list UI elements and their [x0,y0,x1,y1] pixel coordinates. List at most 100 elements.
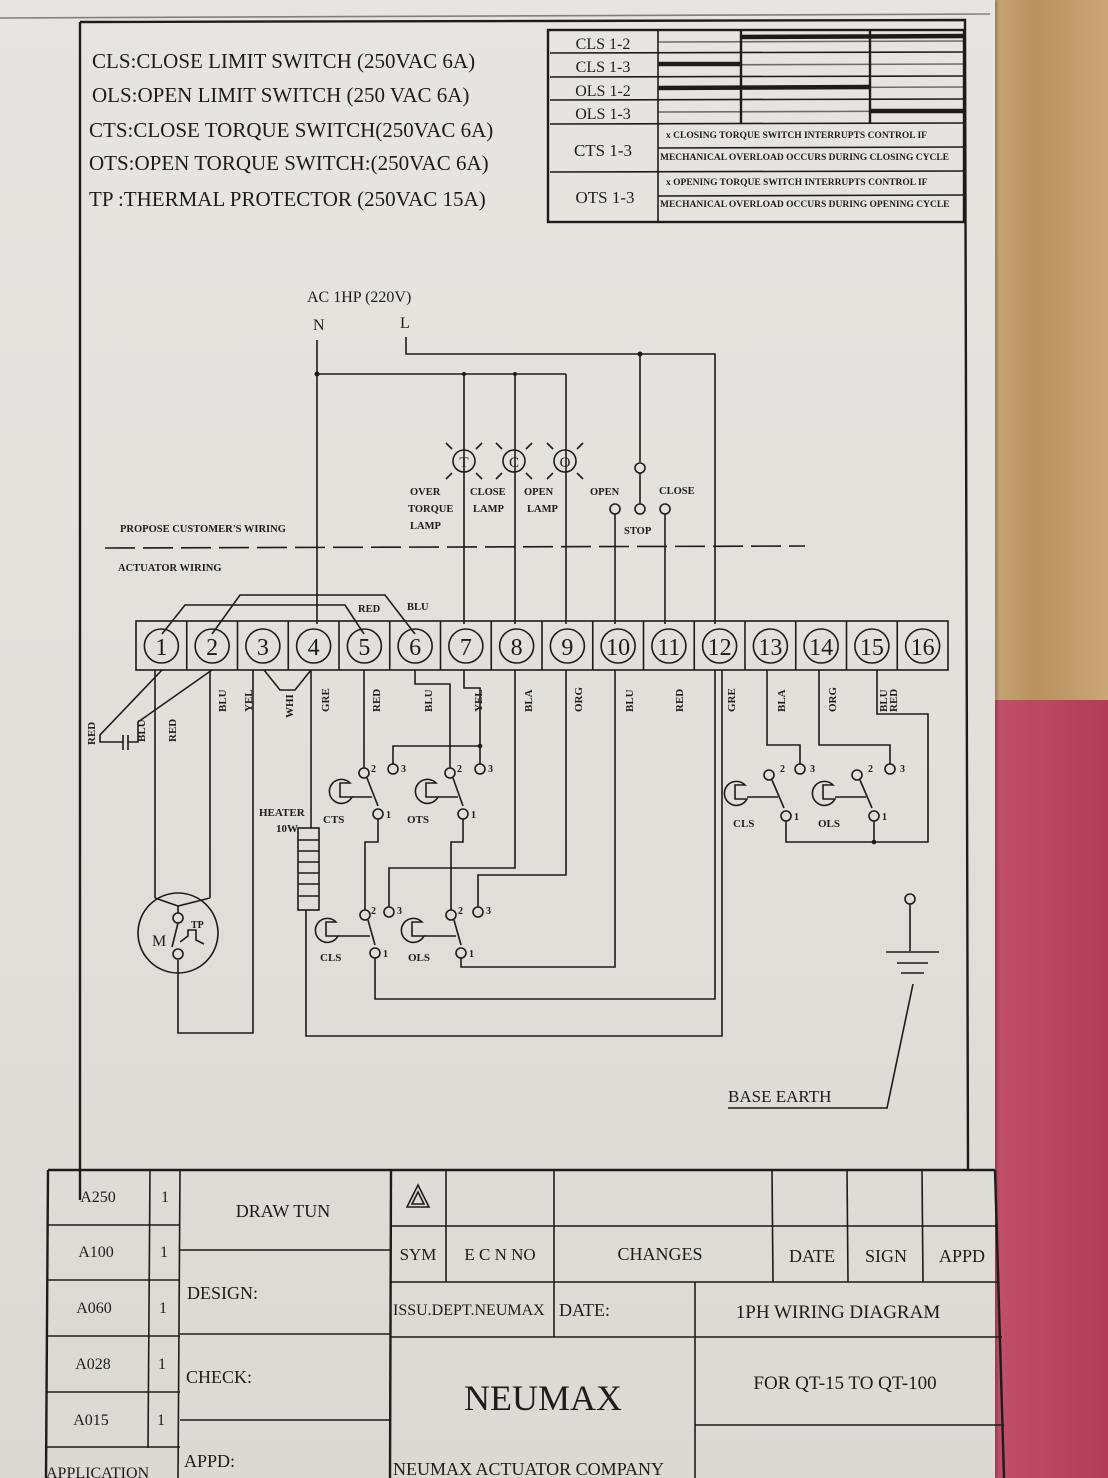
pin-number: 1 [469,949,474,960]
terminal-circle [803,628,839,664]
terminal-number: 9 [561,635,573,661]
base-earth-label: BASE EARTH [728,1087,831,1106]
terminal-number: 12 [708,635,732,661]
customer-wiring-label: PROPOSE CUSTOMER'S WIRING [120,524,286,535]
wire-color-label: BLU [878,689,890,712]
application-label: APPLICATION [46,1465,150,1478]
sign-header: SIGN [865,1246,907,1266]
power-title: AC 1HP (220V) [307,289,411,306]
terminal-13: 13 [752,628,789,664]
lamp-label: OVER [410,487,441,498]
sym-header: SYM [400,1245,437,1264]
ots-switch-label: OTS [407,814,429,826]
pin-number: 1 [383,949,388,960]
terminal-8: 8 [498,628,535,664]
pin-number: 2 [780,764,785,775]
terminal-10: 10 [600,628,636,664]
terminal-number: 14 [809,635,833,661]
date-header: DATE [789,1246,835,1266]
actuator-wiring: M TP HEATER 10W CTS [99,669,939,1109]
ecn-header: E C N NO [464,1245,535,1264]
contact-bar-cls12 [740,33,965,40]
background-pink [988,700,1108,1478]
lamp-label: CLOSE [470,487,506,498]
table-row-label: CLS 1-2 [576,36,631,53]
terminal-number: 2 [206,635,218,661]
pin-number: 1 [794,812,799,823]
neutral-label: N [313,317,325,334]
capacitor-labels: RED BLU RED [86,719,179,745]
legend-ots: OTS:OPEN TORQUE SWITCH:(250VAC 6A) [89,151,489,175]
company-name: NEUMAX ACTUATOR COMPANY [393,1459,664,1478]
terminal-15: 15 [854,628,890,664]
wire-color-label: GRE [320,688,332,712]
thermal-protector-label: TP [191,920,204,931]
model-cell: A015 [73,1412,109,1429]
terminal-number: 13 [758,635,782,661]
wire-color-label: BLU [624,689,636,712]
terminal-number: 3 [257,635,269,661]
terminal-circle [549,628,586,664]
paper-sheet [0,0,995,1478]
terminal-circle [904,628,941,664]
qty-cell: 1 [160,1244,168,1261]
terminal-circle [346,628,383,664]
pin-number: 3 [397,906,402,917]
pin-number: 2 [371,906,376,917]
terminal-number: 11 [657,635,680,661]
terminal-circle [245,628,281,664]
appd-field: APPD: [184,1451,235,1471]
earth-symbol [728,893,939,1109]
drawing-title: 1PH WIRING DIAGRAM [736,1302,941,1323]
wire-color-label: WHI [284,694,296,718]
terminal-number: 8 [511,635,523,661]
model-cell: A028 [75,1356,111,1373]
table-row-label: CLS 1-3 [576,59,631,76]
pin-number: 3 [488,764,493,775]
terminal-11: 11 [651,628,687,664]
lamp-label: LAMP [527,504,558,515]
terminal-2: 2 [194,628,230,664]
lamp-open: O [546,442,584,480]
wire-color-label: YEL [473,689,485,712]
close-button-label: CLOSE [659,486,695,497]
wire-color-label: GRE [726,688,738,712]
wire-color-label: ORG [827,687,839,713]
terminal-12: 12 [701,628,738,664]
lamp-symbol: C [509,455,519,471]
jumper-label-blu: BLU [407,602,429,613]
lamp-label: TORQUE [408,504,453,515]
terminal-circle [498,628,535,664]
qty-cell: 1 [161,1189,169,1206]
pin-number: 1 [386,810,391,821]
model-cell: A100 [78,1244,114,1261]
title-block: A250 1 A100 1 A060 1 A028 1 A015 1 APPLI… [44,1168,1006,1478]
pin-number: 1 [471,810,476,821]
heater-label: HEATER [259,807,306,819]
wire-color-label: YEL [243,689,255,712]
wire-color-label: BLA [523,689,535,712]
terminal-number: 16 [911,635,935,661]
terminal-circle [701,628,738,664]
pin-number: 2 [371,764,376,775]
ols-switch-label: OLS [408,952,430,964]
wire-color-label: BLU [423,689,435,712]
pin-number: 3 [900,764,905,775]
table-row-label: OLS 1-3 [575,106,631,123]
legend-tp: TP :THERMAL PROTECTOR (250VAC 15A) [89,187,486,211]
qty-cell: 1 [158,1356,166,1373]
terminal-circle [854,628,890,664]
terminal-circle [295,628,332,664]
actuator-wiring-label: ACTUATOR WIRING [118,563,222,574]
terminal-6: 6 [397,628,433,664]
terminal-circle [143,628,180,664]
terminal-9: 9 [549,628,586,664]
terminal-16: 16 [904,628,941,664]
lamp-label: LAMP [473,504,504,515]
terminal-3: 3 [245,628,281,664]
lamp-label: OPEN [524,487,554,498]
lamp-label: LAMP [410,521,441,532]
capacitor-wire-label: RED [86,722,98,745]
